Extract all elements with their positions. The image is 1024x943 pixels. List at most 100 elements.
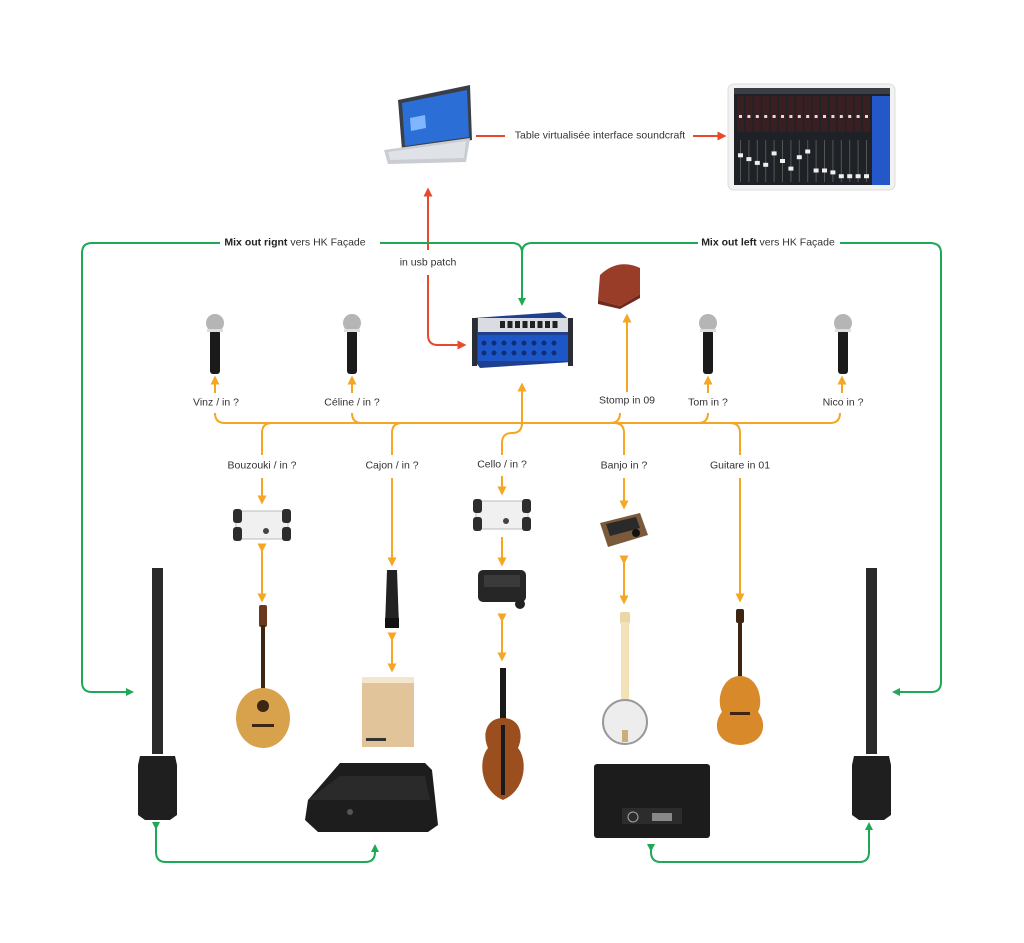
- cajon-branch: [391, 422, 403, 455]
- mix-right-bold: Mix out rignt: [224, 236, 288, 249]
- channel-knob: [747, 115, 751, 118]
- mic-label-nico: Nico in ?: [819, 396, 867, 410]
- instrument-label-cajon: Cajon / in ?: [362, 459, 422, 473]
- ethernet-port: [537, 321, 543, 328]
- ethernet-port: [545, 321, 550, 328]
- fader-cap: [763, 162, 769, 167]
- fader-track: [840, 140, 842, 182]
- channel-knob: [772, 115, 776, 118]
- channel-strip: [804, 96, 812, 132]
- channel-strip: [770, 96, 778, 132]
- channel-strip: [779, 96, 786, 132]
- ethernet-port: [515, 321, 520, 328]
- fader-cap: [822, 168, 827, 173]
- ethernet-port: [500, 321, 505, 328]
- channel-knob: [739, 115, 742, 118]
- channel-strip: [745, 96, 753, 132]
- channel-strip: [787, 96, 795, 132]
- channel-strip: [753, 96, 761, 132]
- channel-strip: [846, 96, 854, 132]
- channel-knob: [856, 115, 860, 118]
- xlr-jack: [491, 350, 497, 356]
- channel-knob: [797, 115, 801, 118]
- bouzouki-branch: [261, 422, 273, 455]
- channel-knob: [814, 115, 818, 118]
- monitor-left-icon: [305, 763, 438, 832]
- fader-cap: [864, 174, 869, 179]
- channel-knob: [789, 115, 793, 118]
- stagebox-mixer-icon: [472, 312, 573, 368]
- channel-knob: [831, 115, 835, 118]
- channel-strip: [812, 96, 820, 132]
- xlr-jack: [481, 350, 487, 356]
- fader-cap: [847, 174, 853, 179]
- channel-knob: [764, 115, 768, 118]
- channel-strip: [795, 96, 803, 132]
- xlr-jack: [531, 350, 537, 356]
- xlr-jack: [541, 340, 547, 346]
- mic-label-tom: Tom in ?: [685, 396, 731, 410]
- mic-nico-icon: [834, 314, 852, 374]
- fader-cap: [746, 157, 752, 162]
- fader-track: [849, 140, 851, 182]
- cello-branch: [501, 422, 523, 455]
- fader-track: [740, 140, 741, 182]
- channel-knob: [755, 115, 759, 118]
- banjo-icon: [602, 612, 648, 745]
- banjo-branch: [613, 422, 625, 455]
- ethernet-port: [522, 321, 528, 328]
- instrument-label-cello: Cello / in ?: [474, 458, 530, 472]
- mix-left-bold: Mix out left: [701, 236, 757, 249]
- laptop-icon: [384, 85, 472, 164]
- fader-cap: [788, 166, 794, 171]
- fader-cap: [830, 170, 836, 175]
- channel-strip: [821, 96, 828, 132]
- speaker-left-icon: [138, 568, 177, 820]
- channel-strip: [737, 96, 744, 132]
- mix-left-line: [521, 242, 698, 254]
- channel-knob: [806, 115, 810, 118]
- xlr-jack: [501, 350, 507, 356]
- usb-links: [423, 131, 727, 350]
- mic-label-celine: Céline / in ?: [321, 396, 383, 410]
- di-box-bouzouki-icon: [233, 509, 291, 541]
- monitor-link-right: [647, 822, 873, 863]
- xlr-jack: [551, 340, 557, 346]
- channel-knob: [823, 115, 826, 118]
- mix-left-rest: vers HK Façade: [756, 236, 835, 249]
- channel-knob: [865, 115, 868, 118]
- xlr-jack: [481, 340, 487, 346]
- monitor-right-icon: [594, 764, 710, 838]
- fader-cap: [780, 159, 785, 163]
- instrument-label-banjo: Banjo in ?: [597, 459, 651, 473]
- cello-icon: [482, 668, 524, 800]
- mic-vinz-icon: [206, 314, 224, 374]
- instrument-label-bouzouki: Bouzouki / in ?: [224, 459, 300, 473]
- stomp-box-icon: [598, 264, 640, 309]
- fader-track: [857, 140, 859, 182]
- input-links: [210, 313, 847, 673]
- channel-strip: [863, 96, 870, 132]
- fader-cap: [754, 160, 760, 165]
- channel-strip: [837, 96, 845, 132]
- mic-label-vinz: Vinz / in ?: [190, 396, 242, 410]
- xlr-jack: [511, 340, 517, 346]
- xlr-jack: [491, 340, 497, 346]
- fader-track: [815, 140, 817, 182]
- mix-right-line: [81, 242, 220, 696]
- fader-cap: [796, 155, 802, 160]
- ethernet-port: [507, 321, 513, 328]
- bouzouki-icon: [236, 605, 290, 748]
- fader-track: [807, 140, 809, 182]
- fader-track: [765, 140, 767, 182]
- usb-patch-label: in usb patch: [396, 256, 460, 270]
- cello-preamp-icon: [478, 570, 526, 609]
- mix-right-label: Mix out rignt vers HK Façade: [221, 236, 369, 250]
- banjo-preamp-icon: [600, 513, 648, 547]
- fader-track: [832, 140, 834, 182]
- mix-left-label: Mix out left vers HK Façade: [698, 236, 838, 250]
- stomp-label: Stomp in 09: [595, 394, 659, 408]
- fader-track: [866, 140, 867, 182]
- speaker-right-icon: [852, 568, 891, 820]
